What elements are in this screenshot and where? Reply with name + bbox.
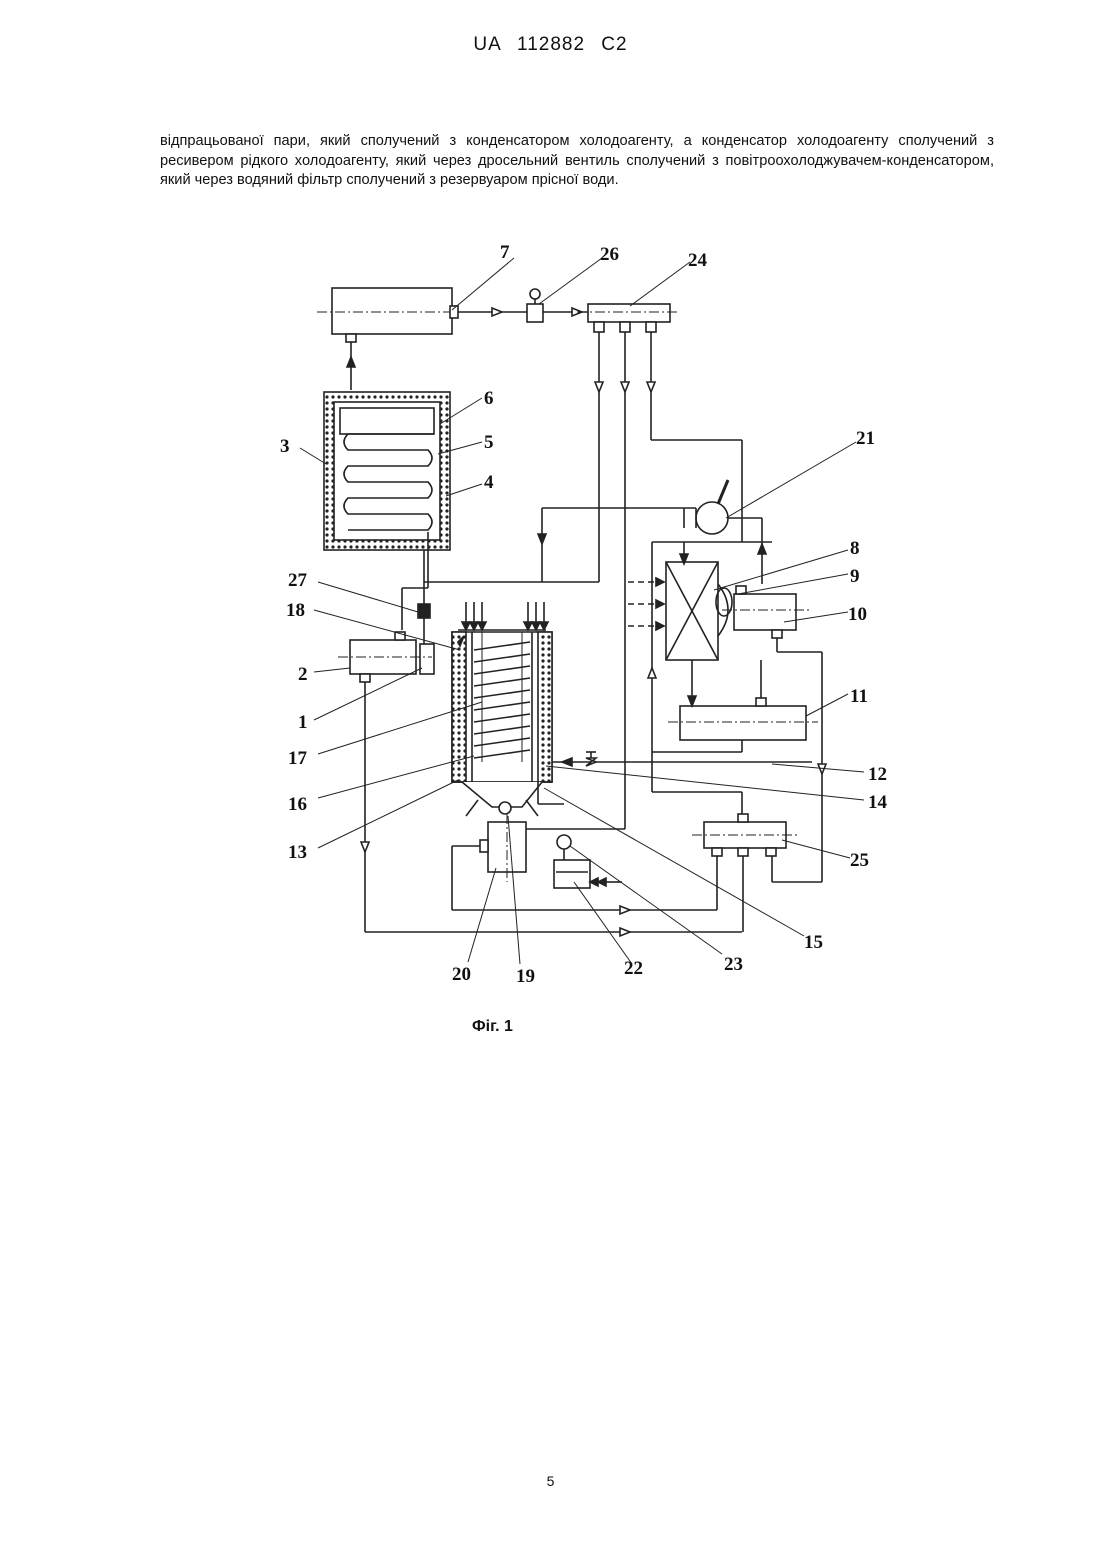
label-6: 6 [484,388,494,409]
label-23: 23 [724,954,743,975]
label-26: 26 [600,244,619,265]
block-7 [332,288,452,334]
label-21: 21 [856,428,875,449]
column-insulation [452,632,466,782]
label-20: 20 [452,964,471,985]
sensor-27 [418,604,430,618]
tank-11 [680,706,806,740]
label-17: 17 [288,748,308,769]
label-25: 25 [850,850,869,871]
label-12: 12 [868,764,887,785]
label-1: 1 [298,712,308,733]
label-8: 8 [850,538,860,559]
label-10: 10 [848,604,867,625]
tank-22 [554,860,590,888]
label-11: 11 [850,686,868,707]
figure-caption: Фіг. 1 [472,1018,513,1036]
label-24: 24 [688,250,708,271]
label-19: 19 [516,966,535,987]
label-9: 9 [850,566,860,587]
document-number: UA 112882 C2 [0,34,1101,56]
body-paragraph: відпрацьованої пари, який сполучений з к… [160,132,994,191]
label-18: 18 [286,600,305,621]
label-14: 14 [868,792,888,813]
label-13: 13 [288,842,307,863]
label-7: 7 [500,242,510,263]
page-number: 5 [0,1473,1101,1489]
pump-21 [696,502,728,534]
valve-26 [527,304,543,322]
label-3: 3 [280,436,290,457]
manifold-24 [588,304,670,322]
unit-10 [734,594,796,630]
label-15: 15 [804,932,823,953]
label-2: 2 [298,664,308,685]
figure-diagram: 7 26 24 6 5 4 3 21 8 9 10 27 18 2 1 17 1… [252,232,892,992]
label-5: 5 [484,432,494,453]
label-4: 4 [484,472,494,493]
label-22: 22 [624,958,643,979]
label-27: 27 [288,570,308,591]
label-16: 16 [288,794,307,815]
